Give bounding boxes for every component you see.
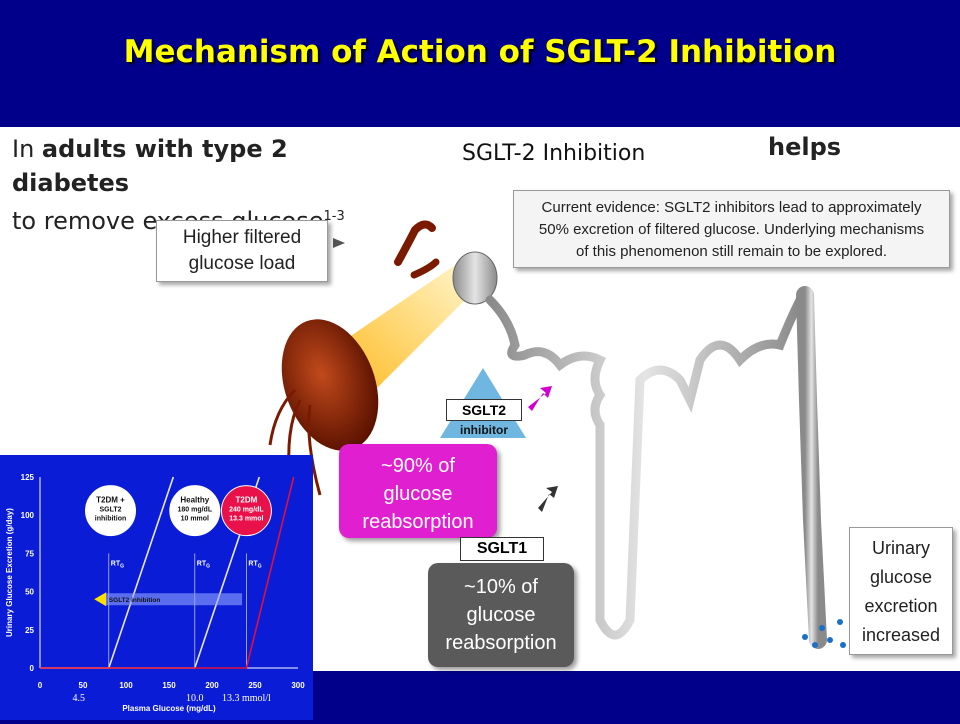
collecting-duct [796, 286, 827, 649]
bubble [169, 485, 221, 537]
y-tick-label: 75 [25, 549, 34, 558]
bubble-label: 13.3 mmol [229, 516, 263, 523]
subtitle-banner: SGLT-2 Inhibition [385, 127, 760, 175]
filtered-load-box: Higher filtered glucose load [156, 220, 328, 282]
urinary-excretion-box: Urinary glucose excretion increased [849, 527, 953, 655]
intro-superscript: 1-3 [323, 209, 345, 224]
mmol-tick-label: 13.3 mmol/l [222, 693, 271, 704]
inset-chart: 0 25 50 75 100 125 0 50 100 150 200 250 300 4.5 10.0 13… [0, 455, 313, 720]
arrow-sglt1-icon [538, 486, 558, 512]
y-axis-label: Urinary Glucose Excretion (g/day) [5, 508, 14, 637]
arrow-sglt2-icon [528, 386, 552, 411]
y-tick-label: 50 [25, 588, 34, 597]
sglt1-label: SGLT1 [460, 537, 544, 561]
urinary-line: Urinary [871, 538, 930, 558]
evidence-line: 50% excretion of filtered glucose. Under… [538, 221, 925, 238]
reabsorption-10-line: reabsorption [445, 632, 557, 654]
proximal-tubule [485, 295, 805, 640]
slide-title: Mechanism of Action of SGLT-2 Inhibition [123, 34, 837, 70]
evidence-line: of this phenomenon still remain to be ex… [575, 243, 887, 260]
x-tick-label: 200 [205, 681, 219, 690]
sglt2-label: SGLT2 [446, 399, 522, 421]
threshold-label: RTG [248, 560, 261, 569]
bubble [220, 485, 272, 537]
series-line [40, 476, 295, 669]
x-tick-label: 100 [119, 681, 133, 690]
arrow-filtered-icon [333, 238, 345, 248]
x-tick-label: 250 [248, 681, 262, 690]
intro-line1-prefix: In [12, 135, 42, 163]
bubble-label: inhibition [95, 516, 127, 523]
y-tick-label: 0 [30, 664, 35, 673]
x-tick-label: 150 [162, 681, 176, 690]
mmol-tick-label: 4.5 [72, 693, 85, 704]
reabsorption-90-line: ~90% of [381, 455, 455, 477]
arrow-body [106, 593, 243, 606]
reabsorption-10-line: glucose [466, 604, 536, 626]
arrow-head [94, 592, 107, 607]
arrow-label: SGLT2 inhibition [109, 597, 161, 604]
bowman-capsule [452, 251, 498, 305]
urinary-line: increased [861, 625, 941, 645]
bubble-label: Healthy [180, 496, 209, 505]
bubble-label: 240 mg/dL [229, 507, 264, 514]
bubble-label: SGLT2 [99, 507, 121, 514]
glucose-dots [802, 619, 846, 648]
banner-label: SGLT-2 Inhibition [462, 141, 646, 166]
evidence-box: Current evidence: SGLT2 inhibitors lead … [513, 190, 950, 268]
threshold-label: RTG [197, 560, 210, 569]
intro-line1-bold: adults with type 2 diabetes [12, 135, 288, 197]
urinary-line: glucose [869, 567, 933, 587]
bubble-label: T2DM + [96, 496, 125, 505]
afferent-vessel [394, 220, 436, 266]
bubble-label: 180 mg/dL [177, 507, 212, 514]
x-tick-label: 50 [79, 681, 88, 690]
bubble [85, 485, 137, 537]
y-tick-label: 100 [21, 511, 35, 520]
x-axis-label: Plasma Glucose (mg/dL) [122, 704, 216, 713]
urinary-line: excretion [864, 596, 938, 616]
threshold-label: RTG [111, 560, 124, 569]
x-tick-label: 300 [291, 681, 305, 690]
x-tick-label: 0 [38, 681, 43, 690]
kidney-shape [281, 319, 379, 451]
bubble-label: 10 mmol [181, 516, 209, 523]
glucose-excretion-chart: 0 25 50 75 100 125 0 50 100 150 200 250 300 4.5 10.0 13… [5, 473, 305, 713]
sglt2-sub-label: inhibitor [460, 423, 508, 437]
reabsorption-90-box: ~90% of glucose reabsorption [339, 444, 497, 538]
bubble-label: T2DM [236, 496, 258, 505]
efferent-vessel [410, 258, 440, 279]
reabsorption-10-line: ~10% of [464, 576, 538, 598]
filtered-line: glucose load [188, 253, 296, 274]
y-tick-label: 25 [25, 626, 34, 635]
y-tick-label: 125 [21, 473, 35, 482]
intro-trailing: helps [768, 133, 842, 161]
reabsorption-90-line: reabsorption [362, 511, 474, 533]
reabsorption-10-box: ~10% of glucose reabsorption [428, 563, 574, 667]
filtered-line: Higher filtered [182, 227, 302, 248]
mmol-tick-label: 10.0 [186, 693, 204, 704]
reabsorption-90-line: glucose [383, 483, 453, 505]
evidence-line: Current evidence: SGLT2 inhibitors lead … [541, 199, 922, 216]
